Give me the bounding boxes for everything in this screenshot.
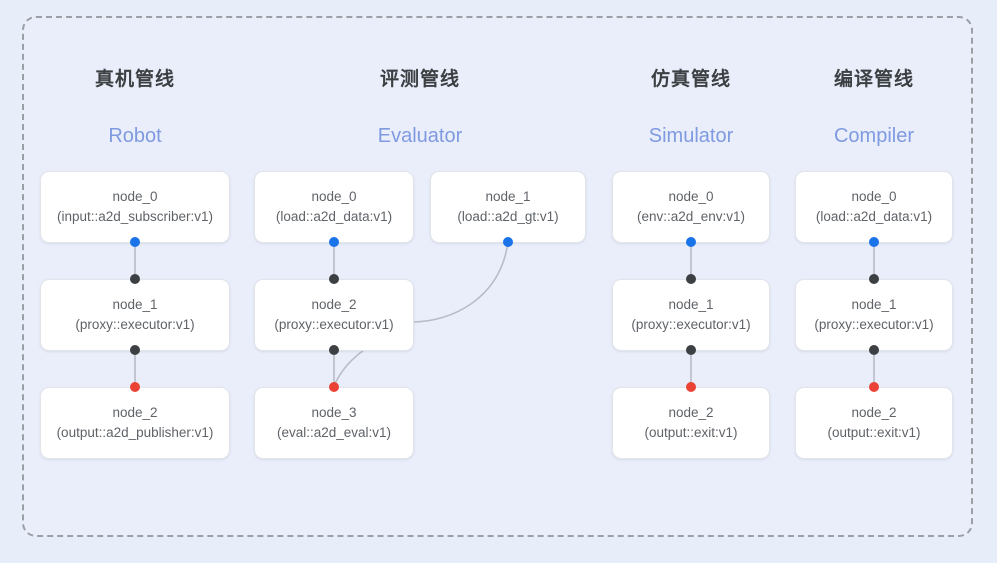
node-name: node_1: [851, 297, 897, 312]
node-spec: (proxy::executor:v1): [631, 317, 751, 332]
node-spec: (proxy::executor:v1): [274, 317, 394, 332]
column-title-cn-evaluator: 评测管线: [379, 69, 460, 90]
node-spec: (input::a2d_subscriber:v1): [56, 209, 214, 224]
node-spec: (output::exit:v1): [644, 425, 738, 440]
node-evaluator-2[interactable]: node_2 (proxy::executor:v1): [254, 279, 414, 351]
port-output-simulator-1[interactable]: [686, 345, 696, 355]
column-title-en-robot: Robot: [108, 125, 162, 147]
port-output-evaluator-1[interactable]: [503, 237, 513, 247]
column-title-en-evaluator: Evaluator: [377, 125, 463, 147]
node-name: node_1: [112, 297, 158, 312]
node-name: node_0: [112, 189, 158, 204]
node-spec: (load::a2d_data:v1): [275, 209, 393, 224]
port-input-simulator-1[interactable]: [686, 274, 696, 284]
node-name: node_0: [851, 189, 897, 204]
node-spec: (load::a2d_gt:v1): [457, 209, 559, 224]
node-name: node_0: [311, 189, 357, 204]
node-simulator-1[interactable]: node_1 (proxy::executor:v1): [612, 279, 770, 351]
node-robot-1[interactable]: node_1 (proxy::executor:v1): [40, 279, 230, 351]
port-input-robot-2[interactable]: [130, 382, 140, 392]
node-evaluator-0[interactable]: node_0 (load::a2d_data:v1): [254, 171, 414, 243]
node-spec: (proxy::executor:v1): [75, 317, 195, 332]
node-name: node_3: [311, 405, 357, 420]
port-output-compiler-0[interactable]: [869, 237, 879, 247]
port-output-robot-1[interactable]: [130, 345, 140, 355]
node-spec: (load::a2d_data:v1): [815, 209, 933, 224]
column-title-cn-simulator: 仿真管线: [650, 69, 731, 90]
node-simulator-2[interactable]: node_2 (output::exit:v1): [612, 387, 770, 459]
port-output-simulator-0[interactable]: [686, 237, 696, 247]
node-spec: (output::a2d_publisher:v1): [56, 425, 214, 440]
port-output-robot-0[interactable]: [130, 237, 140, 247]
node-robot-2[interactable]: node_2 (output::a2d_publisher:v1): [40, 387, 230, 459]
node-evaluator-1[interactable]: node_1 (load::a2d_gt:v1): [430, 171, 586, 243]
node-compiler-2[interactable]: node_2 (output::exit:v1): [795, 387, 953, 459]
port-input-compiler-2[interactable]: [869, 382, 879, 392]
node-spec: (eval::a2d_eval:v1): [276, 425, 392, 440]
node-name: node_2: [112, 405, 158, 420]
node-name: node_0: [668, 189, 714, 204]
node-name: node_2: [851, 405, 897, 420]
column-title-en-simulator: Simulator: [648, 125, 734, 147]
node-compiler-1[interactable]: node_1 (proxy::executor:v1): [795, 279, 953, 351]
port-output-evaluator-2[interactable]: [329, 345, 339, 355]
column-title-cn-compiler: 编译管线: [833, 69, 914, 90]
port-input-evaluator-2[interactable]: [329, 274, 339, 284]
node-name: node_2: [311, 297, 357, 312]
node-name: node_1: [485, 189, 531, 204]
node-spec: (output::exit:v1): [827, 425, 921, 440]
node-simulator-0[interactable]: node_0 (env::a2d_env:v1): [612, 171, 770, 243]
node-name: node_1: [668, 297, 714, 312]
node-robot-0[interactable]: node_0 (input::a2d_subscriber:v1): [40, 171, 230, 243]
node-name: node_2: [668, 405, 714, 420]
port-input-evaluator-3[interactable]: [329, 382, 339, 392]
node-spec: (proxy::executor:v1): [814, 317, 934, 332]
port-input-compiler-1[interactable]: [869, 274, 879, 284]
port-input-robot-1[interactable]: [130, 274, 140, 284]
column-title-cn-robot: 真机管线: [94, 69, 175, 90]
port-input-simulator-2[interactable]: [686, 382, 696, 392]
column-title-en-compiler: Compiler: [833, 125, 915, 147]
node-compiler-0[interactable]: node_0 (load::a2d_data:v1): [795, 171, 953, 243]
node-evaluator-3[interactable]: node_3 (eval::a2d_eval:v1): [254, 387, 414, 459]
port-output-evaluator-0[interactable]: [329, 237, 339, 247]
port-output-compiler-1[interactable]: [869, 345, 879, 355]
node-spec: (env::a2d_env:v1): [636, 209, 746, 224]
